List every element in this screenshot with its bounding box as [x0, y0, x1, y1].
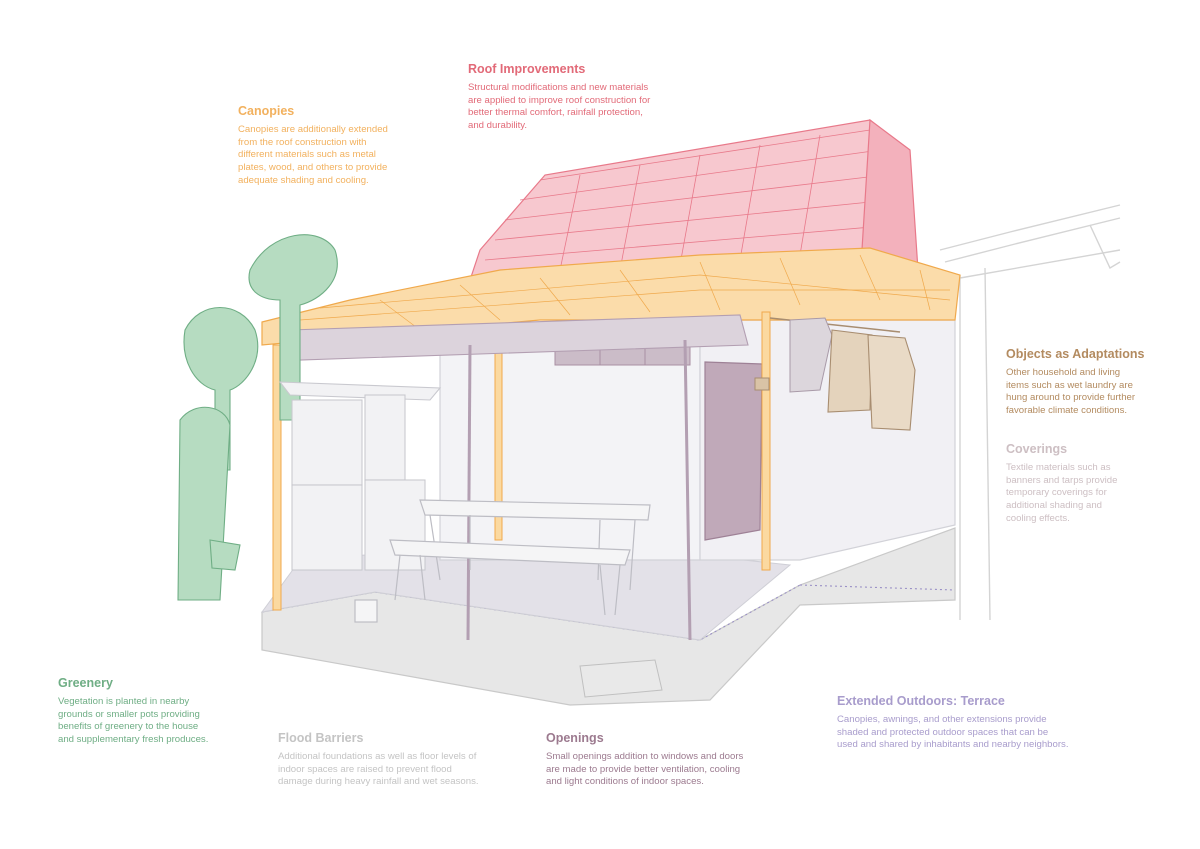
hanging-laundry [754, 317, 916, 431]
roof-improvements-text: Structural modifications and new materia… [468, 82, 651, 131]
storage-shelf [278, 381, 442, 571]
annotation-extended-outdoors-terrace: Extended Outdoors: Terrace Canopies, awn… [837, 694, 1097, 752]
annotation-flood-barriers: Flood Barriers Additional foundations as… [278, 731, 508, 789]
terrace-title: Extended Outdoors: Terrace [837, 694, 1005, 708]
flood-barriers-text: Additional foundations as well as floor … [278, 751, 479, 788]
annotation-roof-improvements: Roof Improvements Structural modificatio… [468, 62, 678, 133]
greenery-title: Greenery [58, 676, 113, 690]
door-opening [704, 361, 763, 541]
openings-text: Small openings addition to windows and d… [546, 751, 744, 788]
terrace-text: Canopies, awnings, and other extensions … [837, 714, 1069, 751]
canopies-text: Canopies are additionally extended from … [238, 124, 388, 186]
annotation-greenery: Greenery Vegetation is planted in nearby… [58, 676, 258, 747]
roof-tiles [469, 118, 919, 291]
openings-title: Openings [546, 731, 604, 745]
objects-title: Objects as Adaptations [1006, 347, 1145, 361]
canopies-title: Canopies [238, 104, 295, 118]
coverings-title: Coverings [1006, 442, 1068, 456]
roof-improvements-title: Roof Improvements [468, 62, 586, 76]
annotation-coverings: Coverings Textile materials such as bann… [1006, 442, 1176, 525]
annotation-openings: Openings Small openings addition to wind… [546, 731, 776, 789]
annotation-objects-as-adaptations: Objects as Adaptations Other household a… [1006, 347, 1176, 418]
coverings-text: Textile materials such as banners and ta… [1006, 462, 1118, 524]
flood-barriers-title: Flood Barriers [278, 731, 364, 745]
greenery-text: Vegetation is planted in nearby grounds … [58, 696, 209, 745]
objects-text: Other household and living items such as… [1006, 367, 1136, 416]
neighbor-building [939, 204, 1121, 621]
greenery-plants [177, 234, 338, 601]
table-and-bench [354, 499, 651, 623]
annotation-canopies: Canopies Canopies are additionally exten… [238, 104, 418, 187]
